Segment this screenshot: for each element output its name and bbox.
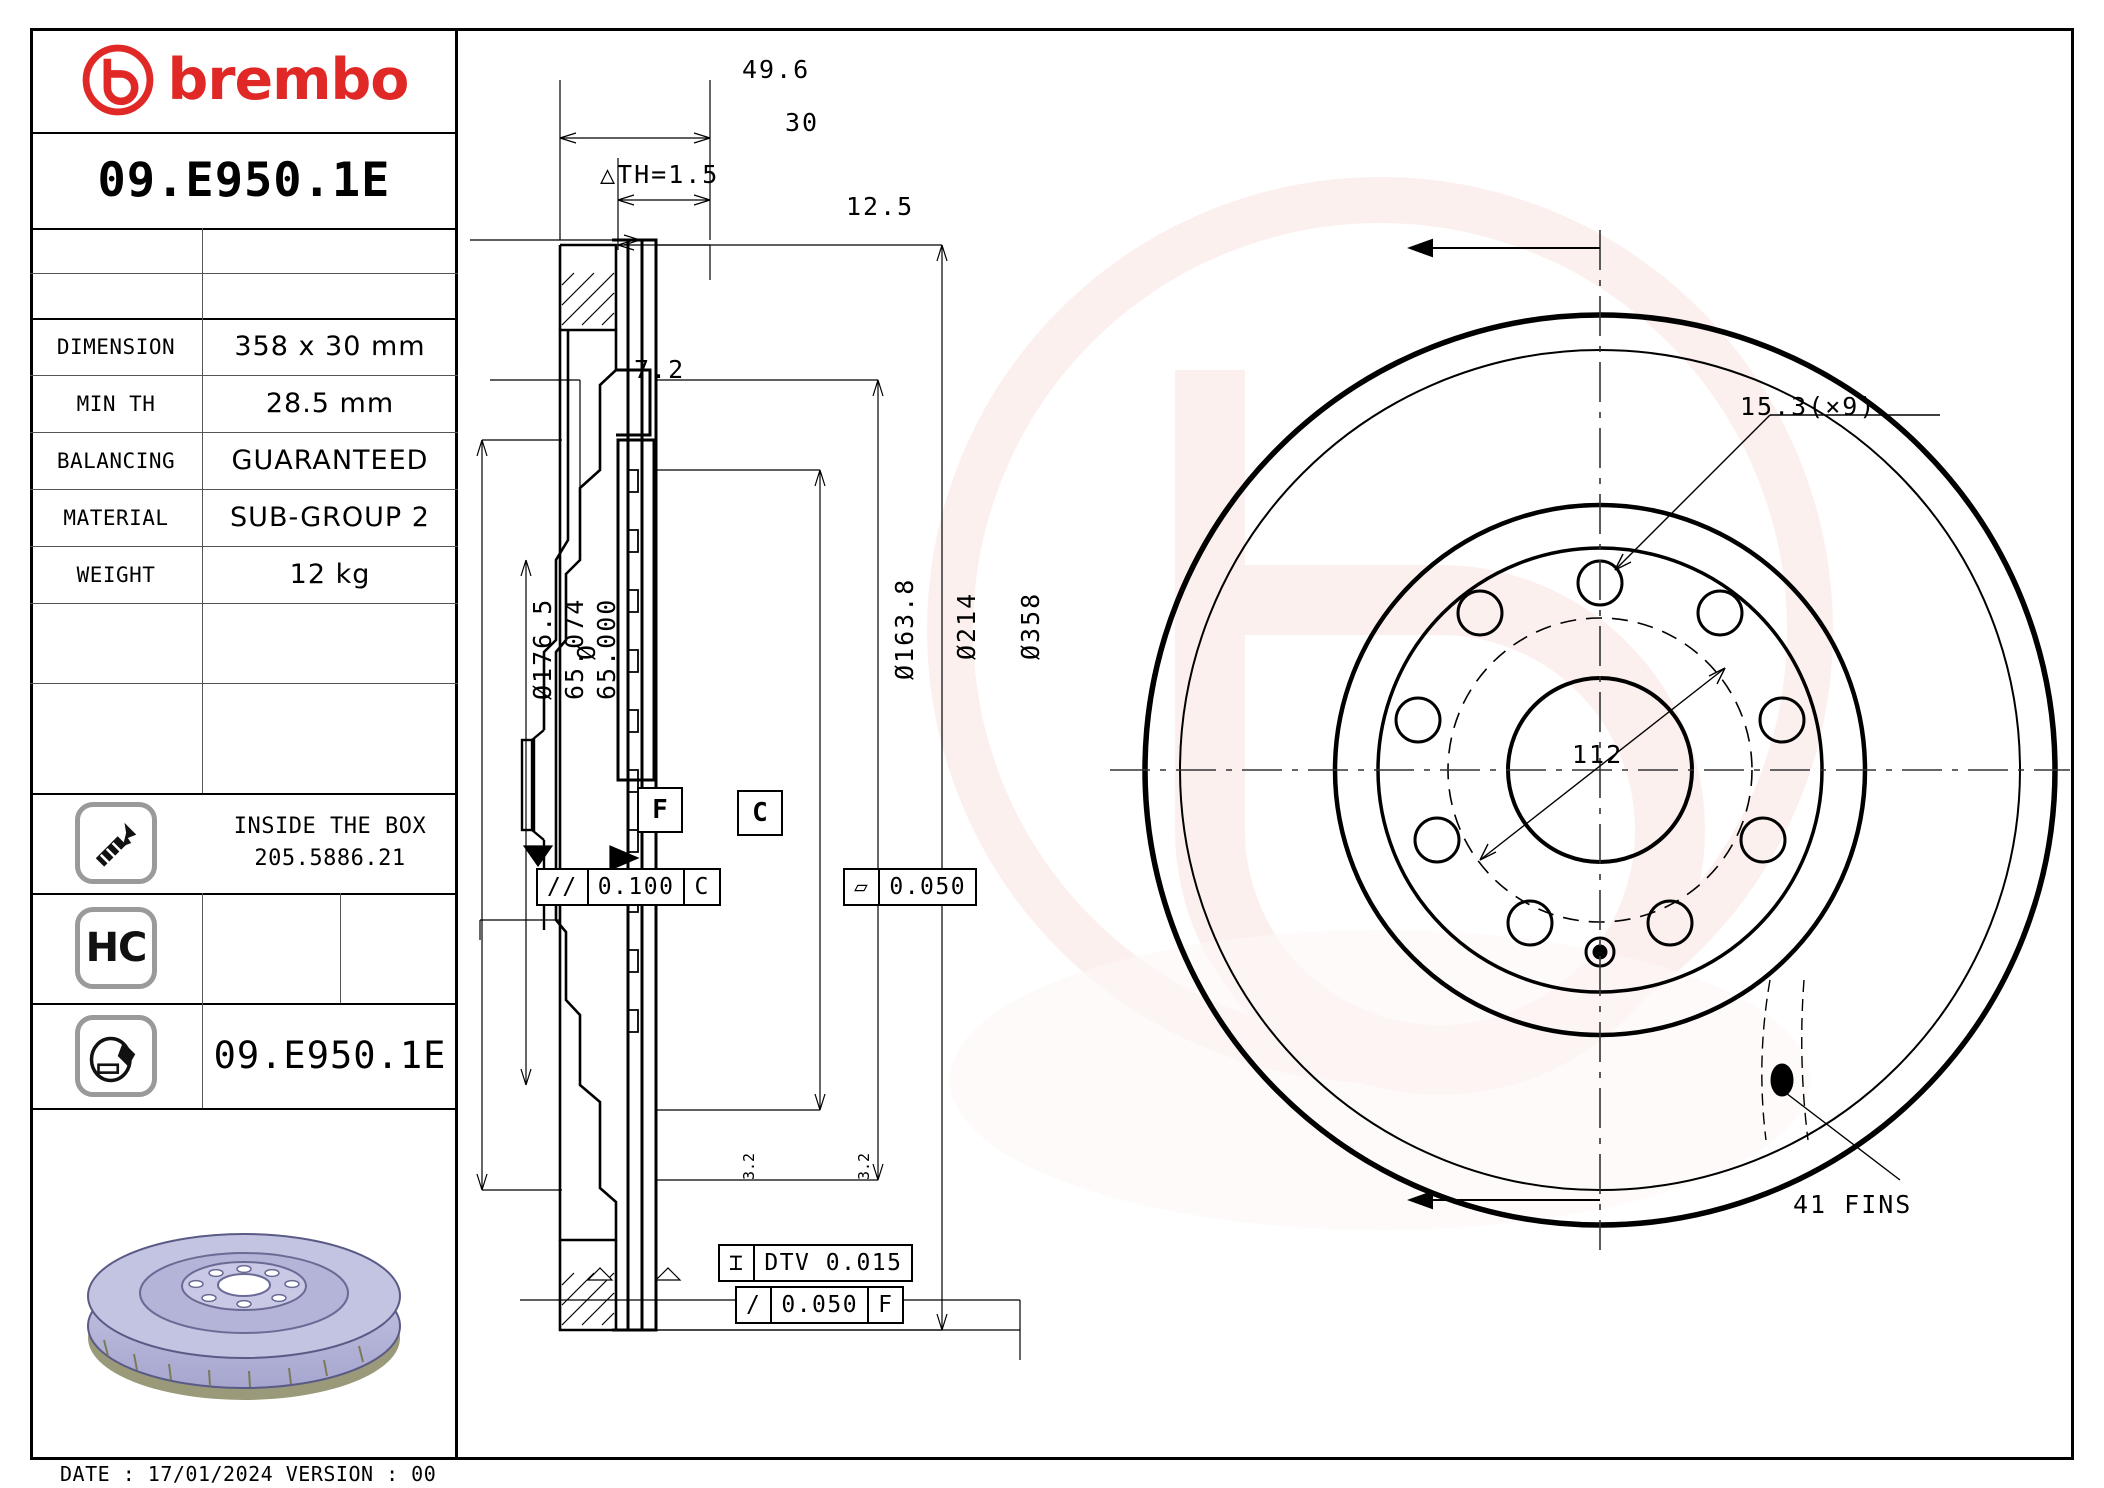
divider [340,893,341,1003]
inside-the-box-text: INSIDE THE BOX 205.5886.21 [202,793,458,893]
inside-box-line2: 205.5886.21 [254,846,406,871]
brand-name: brembo [167,46,410,113]
fcf-runout-symbol: / [737,1288,773,1322]
footer-date: DATE : 17/01/2024 VERSION : 00 [60,1462,437,1486]
roughness-right: 3.2 [855,1152,873,1180]
roughness-left: 3.2 [740,1152,758,1180]
divider [202,893,203,1003]
fcf-parallelism: // 0.100 C [536,868,721,906]
fcf-runout-value: 0.050 [772,1288,870,1322]
hc-label: HC [85,925,148,971]
screw-icon [75,802,157,884]
inside-box-line1: INSIDE THE BOX [233,814,427,840]
fcf-dtv: ⌶ DTV 0.015 [718,1244,914,1282]
part-number-header: 09.E950.1E [97,152,391,208]
datum-c: C [737,790,783,836]
divider [30,793,458,795]
divider [30,132,458,134]
divider [30,683,458,684]
divider [30,273,458,274]
dim-dia-overall: Ø358 [1016,591,1045,660]
fcf-flatness-value: 0.050 [889,874,967,900]
dim-overall-width: 49.6 [742,55,811,84]
fcf-parallelism-datum: C [694,874,710,900]
fcf-runout-datum: F [878,1292,894,1318]
brand-logo: brembo [30,28,458,132]
label-pcd: 112 [1572,740,1624,769]
dim-dia-inner: Ø214 [952,591,981,660]
divider [30,1108,458,1110]
screw-icon-cell [30,793,202,893]
divider [202,318,203,603]
dim-th-tolerance: △TH=1.5 [600,160,720,189]
divider [30,893,458,895]
spec-label-weight: WEIGHT [76,562,156,587]
face-view-drawing [1110,230,2070,1250]
spec-value-balancing: GUARANTEED [231,445,429,476]
spec-value-weight: 12 kg [289,559,371,590]
hc-icon: HC [75,907,157,989]
divider [30,318,458,320]
fcf-dtv-symbol: ⌶ [720,1246,756,1280]
datum-f: F [637,787,683,833]
hc-icon-cell: HC [30,893,202,1003]
fcf-dtv-value: DTV 0.015 [764,1250,903,1276]
brake-disc-pad-icon-cell [30,1003,202,1108]
brake-disc-pad-icon [75,1014,157,1097]
spec-label-material: MATERIAL [63,505,169,530]
spec-value-material: SUB-GROUP 2 [230,502,430,533]
product-image [30,1178,458,1428]
spec-value-min-th: 28.5 mm [265,388,395,419]
label-hole-callout: 15.3(×9) [1740,392,1877,421]
dim-dia-bolt-face: Ø163.8 [890,577,919,680]
bottom-part-number: 09.E950.1E [213,1034,447,1077]
spec-value-dimension: 358 x 30 mm [234,331,426,362]
dim-dia-outer-hat: Ø176.5 [528,597,557,700]
divider [202,228,203,318]
divider [30,489,458,490]
spec-label-balancing: BALANCING [56,448,176,473]
fcf-flatness-symbol: ▱ [845,870,881,904]
divider [30,603,458,604]
divider [30,546,458,547]
divider [202,1003,203,1108]
divider [30,228,458,230]
dim-hat-width: 30 [785,108,820,137]
fcf-runout: / 0.050 F [735,1286,905,1324]
divider [202,603,203,793]
label-fins: 41 FINS [1793,1190,1913,1219]
divider [30,432,458,433]
dim-vane: 12.5 [846,192,915,221]
divider [30,1003,458,1005]
sheet-border [30,28,2074,1460]
spec-label-dimension: DIMENSION [56,334,176,359]
fcf-flatness: ▱ 0.050 [843,868,978,906]
divider [30,375,458,376]
section-view-drawing [470,80,1021,1360]
dim-dia-bore-symbol: Ø [572,642,601,660]
spec-label-min-th: MIN TH [76,391,156,416]
fcf-parallelism-value: 0.100 [589,870,686,904]
info-panel: brembo 09.E950.1E DIMENSION 358 x 30 mm … [30,28,458,1460]
fcf-parallelism-symbol: // [538,870,589,904]
brembo-mark-icon [82,44,153,116]
dim-offset: 7.2 [634,355,686,384]
mounting-holes [1394,559,1806,947]
